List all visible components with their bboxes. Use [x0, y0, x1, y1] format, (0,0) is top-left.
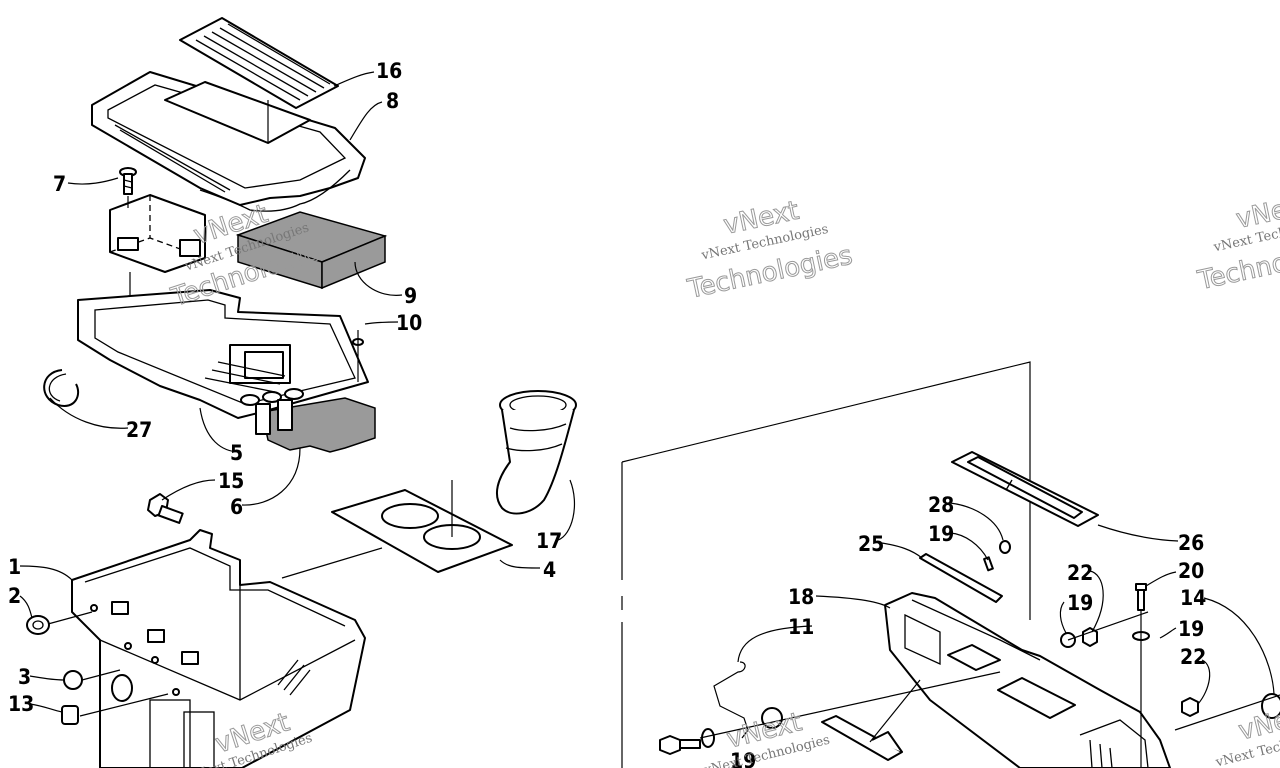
part-26-seal-frame	[951, 451, 1099, 527]
part-handle-latch	[821, 715, 903, 761]
callout-27: 27	[126, 418, 152, 442]
callout-22-right: 22	[1180, 645, 1206, 669]
callout-26: 26	[1178, 531, 1204, 555]
part-25-rod	[919, 553, 1003, 603]
part-bolt-lower-left	[659, 728, 715, 755]
callout-11: 11	[788, 615, 814, 639]
part-10-small-screw	[352, 330, 364, 346]
dashed-electronic-module	[109, 194, 206, 273]
callout-18: 18	[788, 585, 814, 609]
callout-19-upper: 19	[928, 522, 954, 546]
part-17-intake-elbow	[495, 390, 577, 515]
callout-numbers: 16 8 7 9 10 27 5 15 6 17 4 1 2 3 13 26 2…	[8, 59, 1206, 768]
callout-14: 14	[1180, 586, 1206, 610]
leader-lines-right	[737, 502, 1275, 705]
part-22-nut-right	[1181, 697, 1199, 717]
callout-5: 5	[230, 441, 243, 465]
part-13-clip	[61, 705, 79, 725]
part-7-screw	[119, 167, 137, 195]
part-18-air-duct	[884, 592, 1171, 768]
part-5-air-box-tray	[77, 289, 369, 419]
callout-19-bottom: 19	[730, 749, 756, 768]
part-3-grommet	[63, 670, 83, 690]
callout-2: 2	[8, 584, 21, 608]
callout-20: 20	[1178, 559, 1204, 583]
callout-4: 4	[543, 558, 556, 582]
watermark-center: vNext vNext Technologies Technologies	[684, 195, 856, 305]
part-9-foam-filter	[235, 211, 388, 290]
callout-10: 10	[396, 311, 422, 335]
callout-19-right: 19	[1178, 617, 1204, 641]
watermark-right-edge: vNext vNext Technologies Technologies	[1194, 189, 1280, 297]
callout-9: 9	[404, 284, 417, 308]
callout-13: 13	[8, 692, 34, 716]
assembly-frame-lines	[621, 361, 1031, 768]
callout-1: 1	[8, 555, 21, 579]
part-16-label-plate	[179, 17, 339, 109]
part-8-filter-cover	[91, 71, 366, 212]
callout-7: 7	[53, 172, 66, 196]
callout-3: 3	[18, 665, 31, 689]
callout-28: 28	[928, 493, 954, 517]
part-4-gasket-plate	[331, 489, 513, 573]
part-19-pin-upper	[983, 556, 994, 572]
callout-16: 16	[376, 59, 402, 83]
callout-15: 15	[218, 469, 244, 493]
posts-under-tray	[255, 399, 293, 435]
callout-17: 17	[536, 529, 562, 553]
part-22-nut-mid	[1082, 627, 1098, 647]
part-1-air-box-housing	[71, 529, 383, 768]
callout-22-mid: 22	[1067, 561, 1093, 585]
part-2-grommet	[26, 615, 50, 635]
part-11-wire-clip	[713, 661, 749, 739]
callout-25: 25	[858, 532, 884, 556]
leader-lines-left	[19, 71, 576, 713]
part-27-clamp-ring	[43, 369, 80, 407]
callout-6: 6	[230, 495, 243, 519]
callout-8: 8	[386, 89, 399, 113]
part-28-cap	[999, 540, 1011, 554]
part-20-bolt	[1135, 583, 1147, 611]
callout-19-mid: 19	[1067, 591, 1093, 615]
